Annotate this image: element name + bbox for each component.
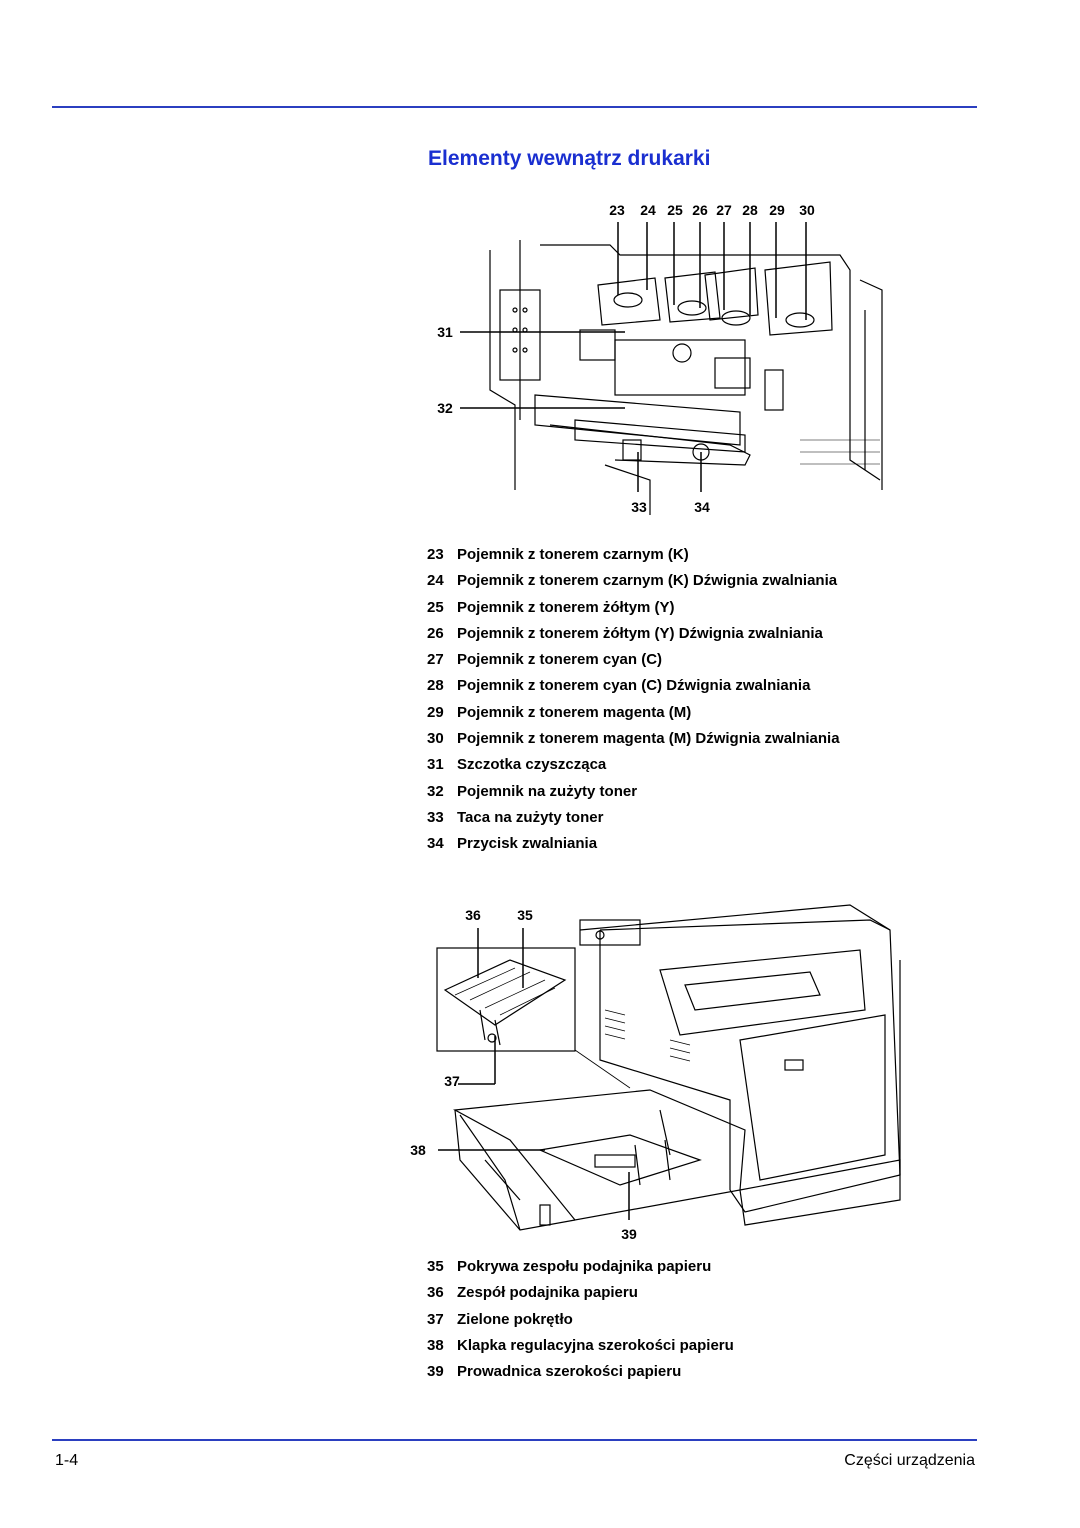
callout-35: 35 (517, 907, 533, 923)
callout-31: 31 (437, 324, 453, 340)
callout-33: 33 (631, 499, 647, 515)
printer-paper-cassette-illustration: 36 35 37 38 39 (410, 904, 901, 1242)
callout-29: 29 (769, 202, 785, 218)
section-name: Części urządzenia (844, 1452, 975, 1469)
callout-34: 34 (694, 499, 710, 515)
section-title: Elementy wewnątrz drukarki (428, 147, 711, 170)
callout-32: 32 (437, 400, 453, 416)
header-rule (52, 106, 977, 108)
callout-26: 26 (692, 202, 708, 218)
callout-25: 25 (667, 202, 683, 218)
footer-rule (52, 1439, 977, 1441)
printer-interior-illustration: 23 24 25 26 27 28 29 30 31 32 33 34 (437, 202, 883, 515)
callout-39: 39 (621, 1226, 637, 1242)
callout-23: 23 (609, 202, 625, 218)
callout-24: 24 (640, 202, 656, 218)
page-number: 1-4 (55, 1452, 79, 1469)
callout-37: 37 (444, 1073, 460, 1089)
callout-38: 38 (410, 1142, 426, 1158)
callout-27: 27 (716, 202, 732, 218)
callout-30: 30 (799, 202, 815, 218)
callout-36: 36 (465, 907, 481, 923)
callout-28: 28 (742, 202, 758, 218)
